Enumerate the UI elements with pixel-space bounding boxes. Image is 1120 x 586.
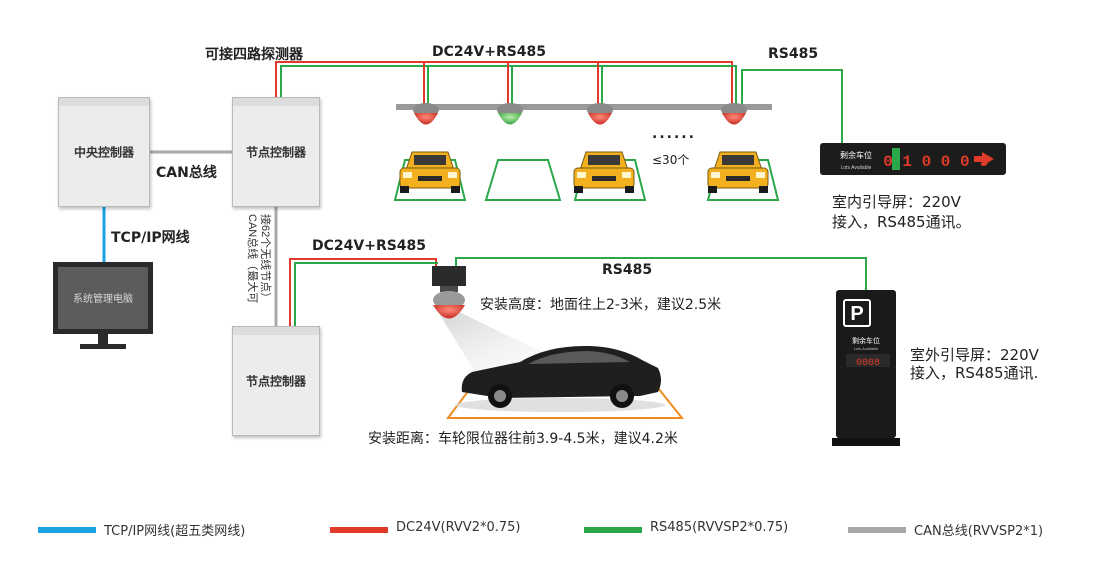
dots-ellipsis: ...... [652,126,696,142]
node-controller-bottom: 节点控制器 [232,326,320,436]
rs485-mid-label: RS485 [602,262,653,278]
legend-swatch-can [848,527,906,533]
sedan-car [455,345,665,412]
outdoor-detector [432,266,466,319]
central-controller-label: 中央控制器 [73,145,134,160]
legend-label-rs485: RS485(RVVSP2*0.75) [650,520,789,535]
legend-swatch-dc24v [330,527,388,533]
max-count-label: ≤30个 [652,153,690,167]
detector-rail [396,104,772,110]
outdoor-screen-p-icon: P [850,303,863,325]
node-controller-top-label: 节点控制器 [245,145,306,160]
outdoor-guide-screen [832,290,900,446]
indoor-screen-desc-1: 室内引导屏：220V [832,193,961,211]
indoor-screen-sublabel: Lots Available [841,165,872,171]
yellow-car [573,151,635,193]
tcpip-label: TCP/IP网线 [111,230,190,246]
indoor-screen-digits: 0 1 0 0 0 9 [883,153,989,171]
yellow-car [707,151,769,193]
mid-wire-run [289,257,867,326]
outdoor-screen-desc-1: 室外引导屏：220V [910,346,1039,364]
can-vertical-label-1: CAN总线（最大可 [246,214,260,303]
outdoor-screen-desc-2: 接入，RS485通讯. [910,364,1039,382]
detector-unit [721,103,747,125]
detectors-top [413,103,747,125]
system-pc-monitor [53,262,153,349]
legend-label-dc24v: DC24V(RVV2*0.75) [396,520,521,535]
rs485-top-label: RS485 [768,46,819,62]
yellow-car [399,151,461,193]
indoor-guide-screen [820,143,1006,175]
install-distance-label: 安装距离：车轮限位器往前3.9-4.5米，建议4.2米 [368,431,678,447]
legend-label-tcpip: TCP/IP网线(超五类网线) [104,524,246,539]
detector-unit [413,103,439,125]
legend-swatch-rs485 [584,527,642,533]
four-detectors-label: 可接四路探测器 [205,47,303,63]
can-vertical-label-2: 接62个无线节点） [259,214,273,303]
top-wire-run [275,61,843,143]
outdoor-screen-label: 剩余车位 [852,336,880,345]
node-controller-top: 节点控制器 [232,97,320,207]
legend-label-can: CAN总线(RVVSP2*1) [914,524,1044,539]
can-bus-label: CAN总线 [156,165,217,181]
node-controller-bottom-label: 节点控制器 [245,374,306,389]
yellow-cars [399,151,769,193]
detector-unit [587,103,613,125]
outdoor-screen-digits: 0008 [856,358,880,369]
legend-swatch-tcpip [38,527,96,533]
central-controller: 中央控制器 [58,97,150,207]
indoor-screen-label: 剩余车位 [840,150,872,160]
detector-unit [497,103,523,125]
dc24v-rs485-mid-label: DC24V+RS485 [312,238,427,254]
indoor-screen-desc-2: 接入，RS485通讯。 [832,213,971,231]
outdoor-screen-sublabel: Lots Available [854,346,879,351]
install-height-label: 安装高度：地面往上2-3米，建议2.5米 [480,297,722,313]
system-pc-label: 系统管理电脑 [73,292,133,305]
dc24v-rs485-top-label: DC24V+RS485 [432,44,547,60]
